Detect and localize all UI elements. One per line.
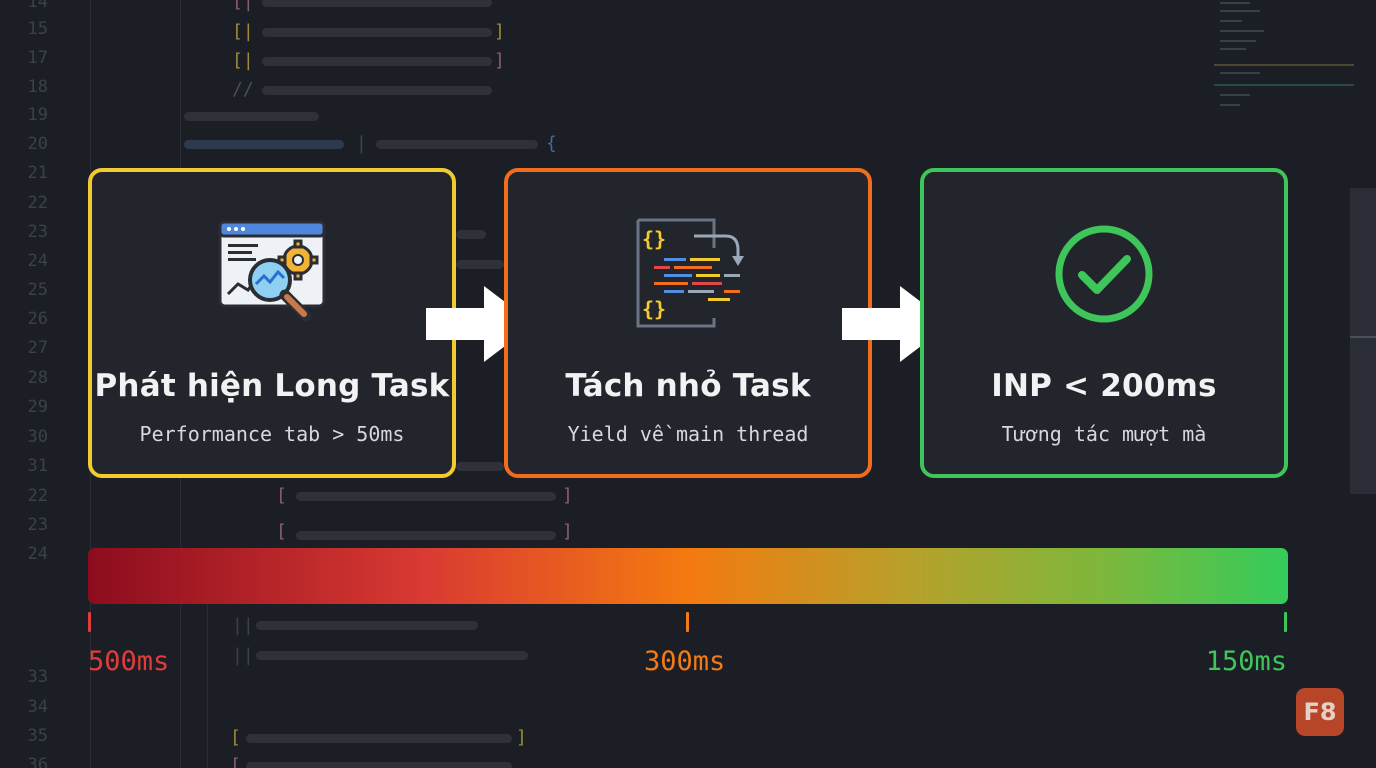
- step-subtitle: Performance tab > 50ms: [139, 422, 405, 446]
- scale-label-150ms: 150ms: [1205, 646, 1287, 677]
- line-number: 30: [27, 427, 48, 447]
- code-line-bar: [262, 57, 492, 66]
- step-card-detect-long-task: Phát hiện Long Task Performance tab > 50…: [88, 168, 456, 478]
- code-line-bar: [184, 140, 344, 149]
- brand-logo: F8: [1296, 688, 1344, 736]
- svg-text:{}: {}: [642, 297, 666, 321]
- step-title: Tách nhỏ Task: [565, 368, 811, 404]
- bracket-glyph: [: [276, 485, 287, 506]
- line-number: 20: [27, 134, 48, 154]
- performance-analysis-icon: [212, 214, 332, 334]
- scale-tick: [1284, 612, 1287, 632]
- line-number: 23: [27, 515, 48, 535]
- line-number: 36: [27, 755, 48, 768]
- scale-label-500ms: 500ms: [88, 646, 170, 677]
- line-number: 27: [27, 338, 48, 358]
- bracket-glyph: |: [356, 133, 367, 154]
- code-line-bar: [262, 86, 492, 95]
- line-number: 28: [27, 368, 48, 388]
- svg-text:{}: {}: [642, 227, 666, 251]
- line-number: 22: [27, 193, 48, 213]
- bracket-glyph: ]: [562, 521, 573, 542]
- line-number: 25: [27, 280, 48, 300]
- code-line-bar: [296, 492, 556, 501]
- comment-glyph: //: [232, 79, 254, 100]
- line-number: 14: [27, 0, 48, 12]
- line-number: 15: [27, 19, 48, 39]
- line-number: 18: [27, 77, 48, 97]
- line-number: 23: [27, 222, 48, 242]
- scrollbar-marker: [1350, 336, 1376, 338]
- line-number: 35: [27, 726, 48, 746]
- line-number: 17: [27, 48, 48, 68]
- code-line-bar: [246, 762, 512, 768]
- code-line-bar: [296, 531, 556, 540]
- line-number-gutter: 14 15 17 18 19 20 21 22 23 24 25 26 27 2…: [0, 0, 70, 768]
- step-subtitle: Tương tác mượt mà: [1001, 422, 1207, 446]
- line-number: 29: [27, 397, 48, 417]
- line-number: 34: [27, 697, 48, 717]
- latency-gradient-bar: [88, 548, 1288, 604]
- code-line-bar: [256, 651, 528, 660]
- code-line-bar: [262, 0, 492, 7]
- bracket-glyph: ]: [494, 21, 505, 42]
- line-number: 24: [27, 251, 48, 271]
- code-line-bar: [256, 621, 478, 630]
- bracket-glyph: ||: [232, 645, 254, 666]
- code-line-bar: [456, 230, 486, 239]
- code-line-bar: [456, 260, 504, 269]
- line-number: 31: [27, 456, 48, 476]
- indent-guide: [207, 600, 208, 768]
- code-line-bar: [376, 140, 538, 149]
- bracket-glyph: {: [546, 133, 557, 154]
- step-card-inp-target: INP < 200ms Tương tác mượt mà: [920, 168, 1288, 478]
- bracket-glyph: [|: [232, 21, 254, 42]
- code-split-icon: {} {}: [628, 214, 748, 334]
- bracket-glyph: [|: [232, 0, 254, 12]
- check-circle-icon: [1044, 214, 1164, 334]
- line-number: 33: [27, 667, 48, 687]
- step-title: INP < 200ms: [991, 368, 1217, 404]
- code-line-bar: [456, 462, 504, 471]
- step-subtitle: Yield về main thread: [567, 422, 809, 446]
- line-number: 21: [27, 163, 48, 183]
- code-line-bar: [246, 734, 512, 743]
- bracket-glyph: [: [230, 755, 241, 768]
- line-number: 26: [27, 309, 48, 329]
- scale-tick: [686, 612, 689, 632]
- scale-tick: [88, 612, 91, 632]
- line-number: 19: [27, 105, 48, 125]
- minimap[interactable]: [1214, 0, 1354, 120]
- line-number: 22: [27, 486, 48, 506]
- bracket-glyph: [|: [232, 50, 254, 71]
- bracket-glyph: ||: [232, 615, 254, 636]
- line-number: 24: [27, 544, 48, 564]
- scrollbar-thumb[interactable]: [1350, 188, 1376, 494]
- code-line-bar: [262, 28, 492, 37]
- bracket-glyph: ]: [494, 50, 505, 71]
- bracket-glyph: [: [276, 521, 287, 542]
- bracket-glyph: ]: [516, 727, 527, 748]
- step-card-split-task: {} {} Tách nhỏ Task Yield về main thread: [504, 168, 872, 478]
- bracket-glyph: [: [230, 727, 241, 748]
- code-line-bar: [184, 112, 319, 121]
- step-title: Phát hiện Long Task: [94, 368, 450, 404]
- bracket-glyph: ]: [562, 485, 573, 506]
- scale-label-300ms: 300ms: [644, 646, 726, 677]
